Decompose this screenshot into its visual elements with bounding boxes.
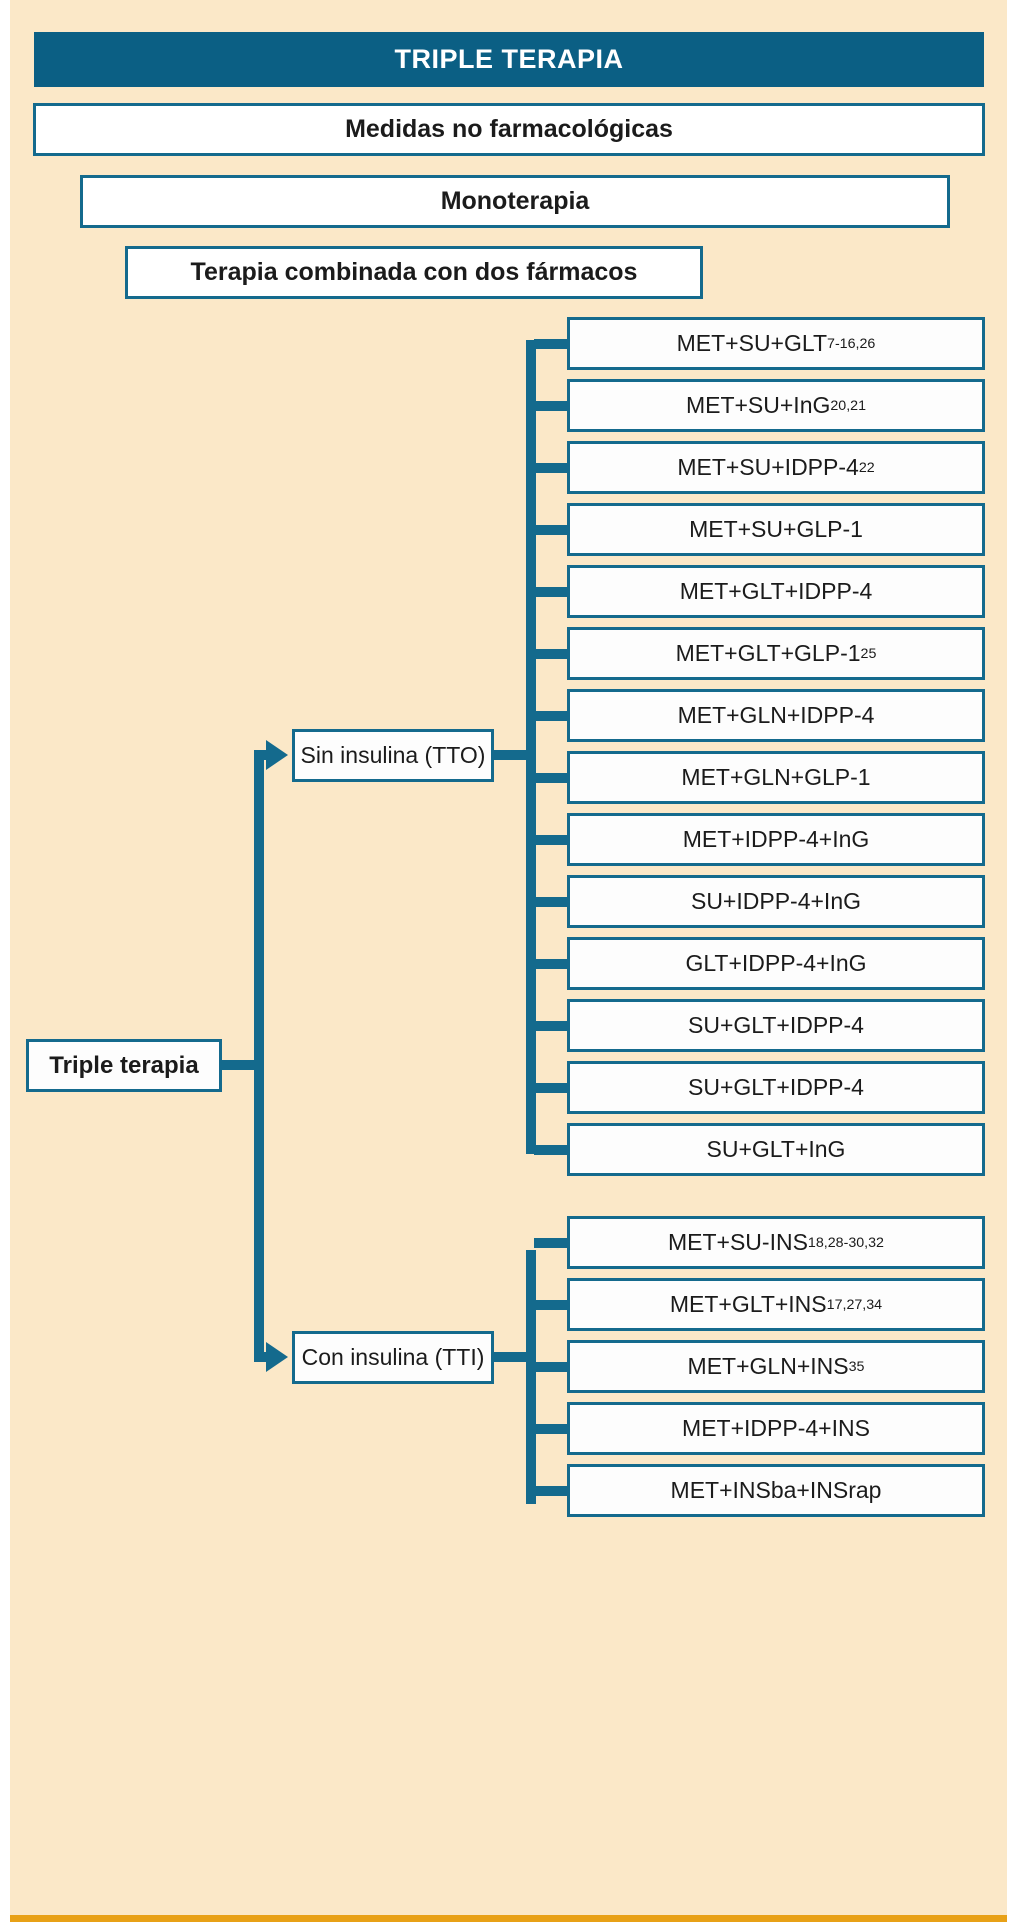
connector-leaf-rung <box>534 462 567 473</box>
page-margin-left <box>0 0 10 1932</box>
connector-leaf-rung <box>534 338 567 349</box>
connector-leaf-rung <box>534 1485 567 1496</box>
leaf-node-label: MET+GLN+INS <box>687 1353 849 1379</box>
bottom-accent-rule <box>10 1915 1007 1922</box>
connector-branch1-to-spine <box>494 750 534 760</box>
arrow-branch1-icon <box>266 740 288 770</box>
leaf-node-regimen[interactable]: MET+SU+GLP-1 <box>567 503 985 556</box>
connector-branch2-spine <box>526 1250 536 1504</box>
connector-leaf-rung <box>534 710 567 721</box>
leaf-node-label: GLT+IDPP-4+InG <box>685 950 867 976</box>
connector-leaf-rung <box>534 1020 567 1031</box>
leaf-node-label: MET+SU+GLP-1 <box>689 516 863 542</box>
connector-leaf-rung <box>534 896 567 907</box>
leaf-node-label: MET+SU+InG <box>685 392 831 418</box>
arrow-branch2-icon <box>266 1342 288 1372</box>
page-margin-right <box>1007 0 1017 1932</box>
leaf-node-label: MET+SU-INS <box>667 1229 808 1255</box>
leaf-node-label: MET+SU+GLT <box>676 330 828 356</box>
step-medidas-no-farmacologicas: Medidas no farmacológicas <box>33 103 985 156</box>
page-margin-bottom <box>0 1922 1017 1932</box>
leaf-node-regimen[interactable]: SU+GLT+IDPP-4 <box>567 1061 985 1114</box>
branch-label-con-insulina[interactable]: Con insulina (TTI) <box>292 1331 494 1384</box>
connector-leaf-rung <box>534 400 567 411</box>
leaf-node-label: MET+INSba+INSrap <box>670 1477 882 1503</box>
branch-label-sin-insulina[interactable]: Sin insulina (TTO) <box>292 729 494 782</box>
leaf-node-regimen[interactable]: GLT+IDPP-4+InG <box>567 937 985 990</box>
leaf-node-regimen[interactable]: MET+GLN+GLP-1 <box>567 751 985 804</box>
diagram-title: TRIPLE TERAPIA <box>34 32 984 87</box>
connector-root-stub <box>222 1060 264 1070</box>
connector-leaf-rung <box>534 1237 567 1248</box>
step-terapia-combinada: Terapia combinada con dos fármacos <box>125 246 703 299</box>
connector-branch2-to-spine <box>494 1352 534 1362</box>
connector-leaf-rung <box>534 772 567 783</box>
leaf-node-label: MET+IDPP-4+INS <box>682 1415 870 1441</box>
leaf-node-regimen[interactable]: SU+IDPP-4+InG <box>567 875 985 928</box>
connector-leaf-rung <box>534 586 567 597</box>
connector-leaf-rung <box>534 1144 567 1155</box>
connector-root-trunk <box>254 750 264 1362</box>
connector-leaf-rung <box>534 834 567 845</box>
leaf-node-label: MET+GLT+GLP-1 <box>675 640 861 666</box>
leaf-node-label: SU+GLT+IDPP-4 <box>688 1074 864 1100</box>
leaf-node-label: SU+GLT+InG <box>706 1136 846 1162</box>
leaf-node-label: MET+GLT+IDPP-4 <box>679 578 873 604</box>
connector-leaf-rung <box>534 958 567 969</box>
leaf-node-label: MET+GLN+GLP-1 <box>681 764 871 790</box>
leaf-node-label: SU+IDPP-4+InG <box>690 888 862 914</box>
leaf-node-label: MET+SU+IDPP-4 <box>677 454 859 480</box>
leaf-node-regimen[interactable]: SU+GLT+InG <box>567 1123 985 1176</box>
leaf-node-regimen[interactable]: MET+IDPP-4+INS <box>567 1402 985 1455</box>
connector-leaf-rung <box>534 1299 567 1310</box>
connector-leaf-rung <box>534 648 567 659</box>
leaf-node-label: MET+GLT+INS <box>669 1291 827 1317</box>
leaf-node-label: MET+GLN+IDPP-4 <box>677 702 875 728</box>
leaf-node-regimen[interactable]: MET+IDPP-4+InG <box>567 813 985 866</box>
node-triple-terapia[interactable]: Triple terapia <box>26 1039 222 1092</box>
leaf-node-regimen[interactable]: SU+GLT+IDPP-4 <box>567 999 985 1052</box>
connector-leaf-rung <box>534 1082 567 1093</box>
connector-leaf-rung <box>534 1361 567 1372</box>
leaf-node-label: SU+GLT+IDPP-4 <box>688 1012 864 1038</box>
connector-branch1-spine <box>526 340 536 1154</box>
leaf-node-regimen[interactable]: MET+GLT+IDPP-4 <box>567 565 985 618</box>
leaf-node-regimen[interactable]: MET+GLN+IDPP-4 <box>567 689 985 742</box>
connector-leaf-rung <box>534 1423 567 1434</box>
leaf-node-regimen[interactable]: MET+INSba+INSrap <box>567 1464 985 1517</box>
connector-leaf-rung <box>534 524 567 535</box>
step-monoterapia: Monoterapia <box>80 175 950 228</box>
leaf-node-label: MET+IDPP-4+InG <box>682 826 870 852</box>
